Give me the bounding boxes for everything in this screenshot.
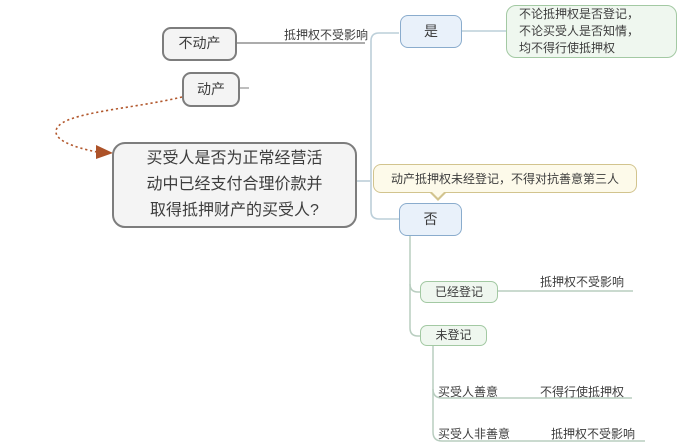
connector-yes-no-branch [370, 32, 399, 220]
node-registered[interactable]: 已经登记 [420, 281, 498, 303]
relationship-arrow-line [55, 96, 183, 153]
node-buyer-bad-faith[interactable]: 买受人非善意 [438, 427, 511, 441]
node-unregistered[interactable]: 未登记 [420, 325, 487, 346]
node-no[interactable]: 否 [399, 203, 462, 236]
connector-bad-faith-row [432, 389, 645, 442]
connector-no-unregistered [409, 284, 420, 337]
node-bad-faith-result[interactable]: 抵押权不受影响 [551, 427, 636, 441]
connector-no-registered [409, 236, 420, 293]
node-registered-result[interactable]: 抵押权不受影响 [540, 275, 625, 289]
node-good-faith-result[interactable]: 不得行使抵押权 [540, 385, 625, 399]
node-yes[interactable]: 是 [400, 15, 462, 48]
callout-note-unregistered-movable[interactable]: 动产抵押权未经登记，不得对抗善意第三人 [373, 164, 637, 201]
node-buyer-good-faith[interactable]: 买受人善意 [438, 385, 499, 399]
node-immovable-property[interactable]: 不动产 [162, 27, 237, 61]
node-movable-property[interactable]: 动产 [182, 72, 240, 107]
node-yes-result[interactable]: 不论抵押权是否登记， 不论买受人是否知情， 均不得行使抵押权 [506, 5, 677, 58]
node-immovable-result[interactable]: 抵押权不受影响 [284, 28, 369, 42]
node-buyer-question[interactable]: 买受人是否为正常经营活 动中已经支付合理价款并 取得抵押财产的买受人? [112, 142, 357, 228]
relationship-arrowhead-icon [96, 145, 113, 159]
callout-note-text: 动产抵押权未经登记，不得对抗善意第三人 [390, 172, 619, 186]
